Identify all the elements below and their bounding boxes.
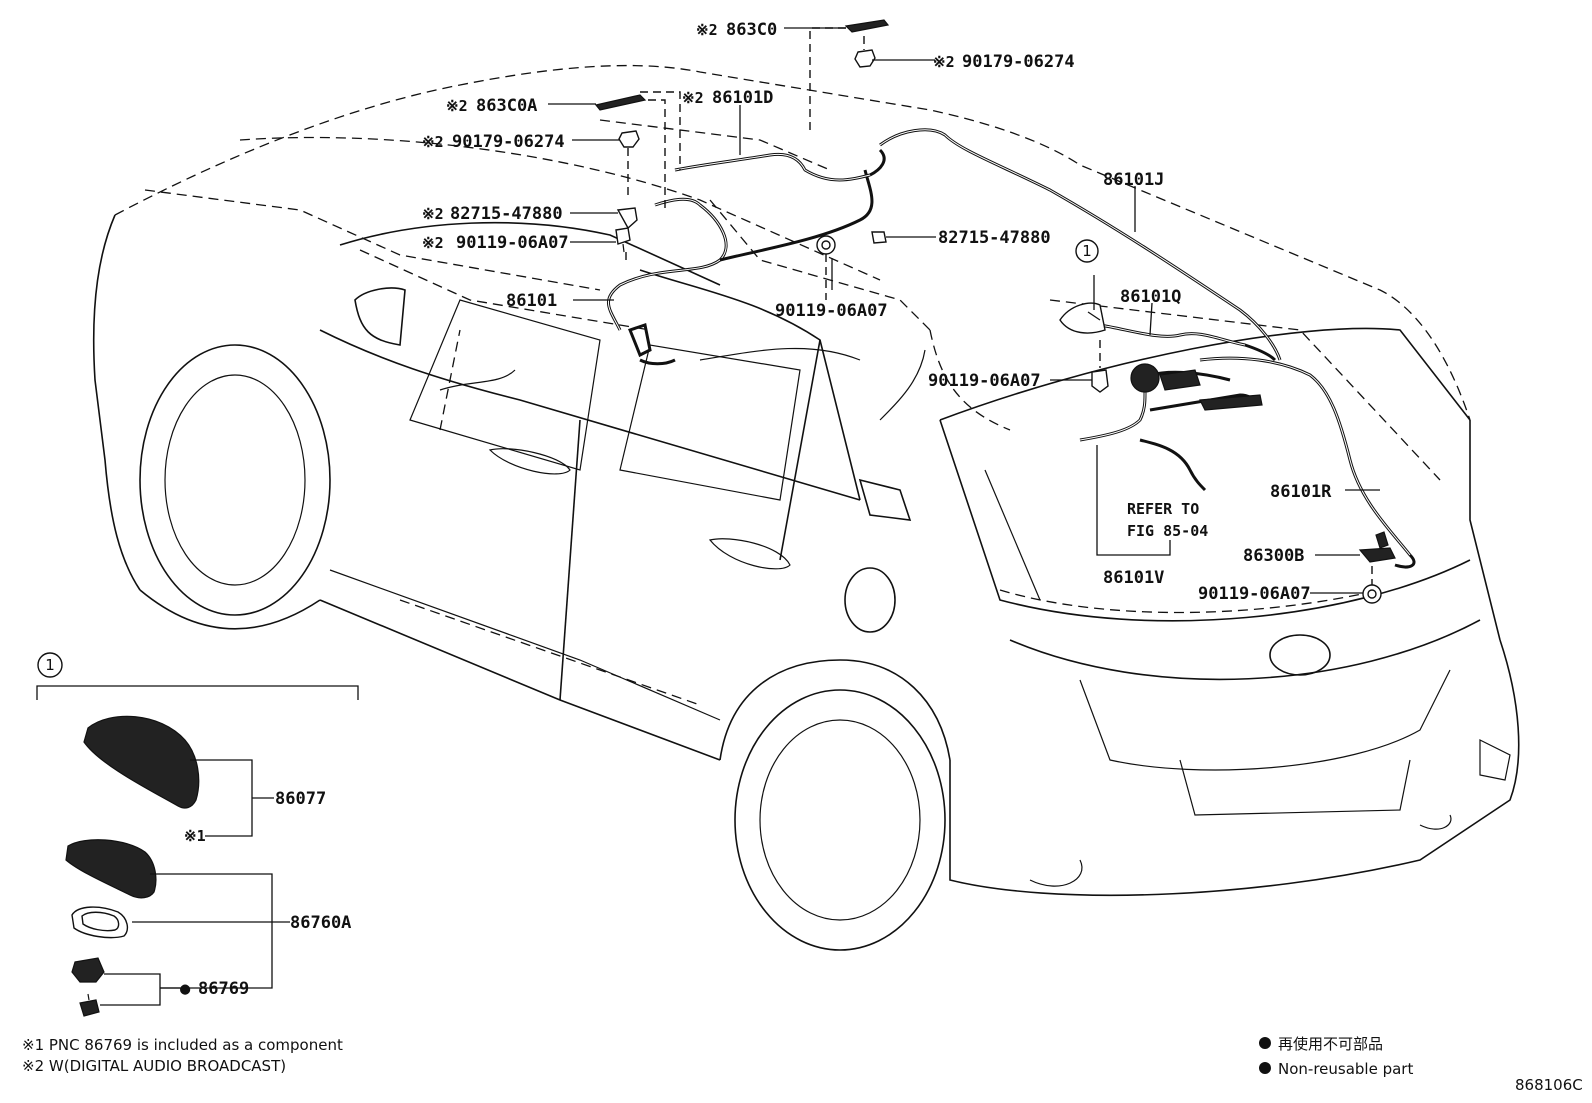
label-86769: 86769 [198, 979, 249, 999]
legend-en: Non-reusable part [1278, 1060, 1413, 1078]
label-82715-right: 82715-47880 [938, 228, 1051, 248]
bolt-90119-center [816, 235, 836, 255]
kome2-90119-left: ※2 [422, 234, 444, 252]
antenna-base-86760A [65, 839, 157, 899]
bolt-90119-left [615, 227, 631, 253]
legend-dot-jp [1259, 1037, 1271, 1049]
kome2-86101D: ※2 [682, 89, 704, 107]
bolt-90119-bottom [1362, 584, 1382, 604]
wire-harness-86101D [674, 152, 871, 182]
nonreusable-dot-86769: ● [180, 979, 191, 999]
clamp-82715-left [616, 207, 638, 230]
label-86300B: 86300B [1243, 546, 1304, 566]
kome2-863C0A: ※2 [446, 97, 468, 115]
inset-callout-text: 1 [45, 656, 55, 674]
wire-harness-86101Q [1099, 323, 1277, 362]
amplifier-unit [1130, 363, 1263, 411]
vehicle-outline [92, 64, 1520, 951]
labels-main: ※2 863C0 ※2 90179-06274 ※2 863C0A ※2 861… [422, 20, 1332, 604]
callout-1-text: 1 [1082, 242, 1092, 260]
shark-fin-antenna [83, 715, 200, 809]
label-86760A: 86760A [290, 913, 351, 933]
label-90179-mid: 90179-06274 [452, 132, 565, 152]
nut [71, 957, 105, 983]
footnotes: ※1 PNC 86769 is included as a component … [22, 1036, 343, 1075]
label-86101J: 86101J [1103, 170, 1164, 190]
label-863C0A: 863C0A [476, 96, 537, 116]
inset-detail: 1 86077 ※1 86760A ● 86769 [36, 652, 359, 1017]
label-82715-left: 82715-47880 [450, 204, 563, 224]
wire-harness-86101 [607, 169, 874, 366]
bolt-90119-right [1091, 369, 1109, 393]
connector-863C0 [844, 19, 890, 33]
label-90179-top: 90179-06274 [962, 52, 1075, 72]
legend-jp: 再使用不可部品 [1278, 1035, 1383, 1053]
footnote-1: ※1 PNC 86769 is included as a component [22, 1036, 343, 1054]
legend-dot-en [1259, 1062, 1271, 1074]
bolt [79, 999, 100, 1017]
label-86101Q: 86101Q [1120, 287, 1181, 307]
label-90119-right: 90119-06A07 [928, 371, 1041, 391]
label-86101R: 86101R [1270, 482, 1332, 502]
label-863C0: 863C0 [726, 20, 777, 40]
clip-90179-mid [618, 130, 640, 148]
wire-harness-86101J [869, 128, 1282, 361]
label-90119-left: 90119-06A07 [456, 233, 569, 253]
wire-harness-86101R [1199, 356, 1416, 569]
kome2-90179-mid: ※2 [422, 133, 444, 151]
label-refer-fig: FIG 85-04 [1127, 522, 1208, 540]
label-86077: 86077 [275, 789, 326, 809]
kome2-90179-top: ※2 [933, 53, 955, 71]
kome2-82715-left: ※2 [422, 205, 444, 223]
figure-code: 868106C [1515, 1076, 1583, 1094]
leader-lines [548, 27, 1380, 594]
antenna-base-right [1059, 302, 1106, 334]
clamp-82715-right [871, 231, 887, 244]
label-86101: 86101 [506, 291, 557, 311]
kome2-863C0: ※2 [696, 21, 718, 39]
placement-lines [625, 27, 1373, 585]
label-refer-to: REFER TO [1127, 500, 1199, 518]
antenna-86300B [1358, 531, 1396, 563]
label-90119-bottom: 90119-06A07 [1198, 584, 1311, 604]
connector-863C0A [594, 94, 647, 111]
label-90119-center: 90119-06A07 [775, 301, 888, 321]
kome1-86077: ※1 [184, 827, 206, 845]
footnote-2: ※2 W(DIGITAL AUDIO BROADCAST) [22, 1057, 286, 1075]
callout-circle-main: 1 [1075, 239, 1099, 263]
label-86101D: 86101D [712, 88, 773, 108]
legend: 再使用不可部品 Non-reusable part [1259, 1035, 1413, 1078]
label-86101V: 86101V [1103, 568, 1164, 588]
clip-90179-top [854, 49, 876, 68]
